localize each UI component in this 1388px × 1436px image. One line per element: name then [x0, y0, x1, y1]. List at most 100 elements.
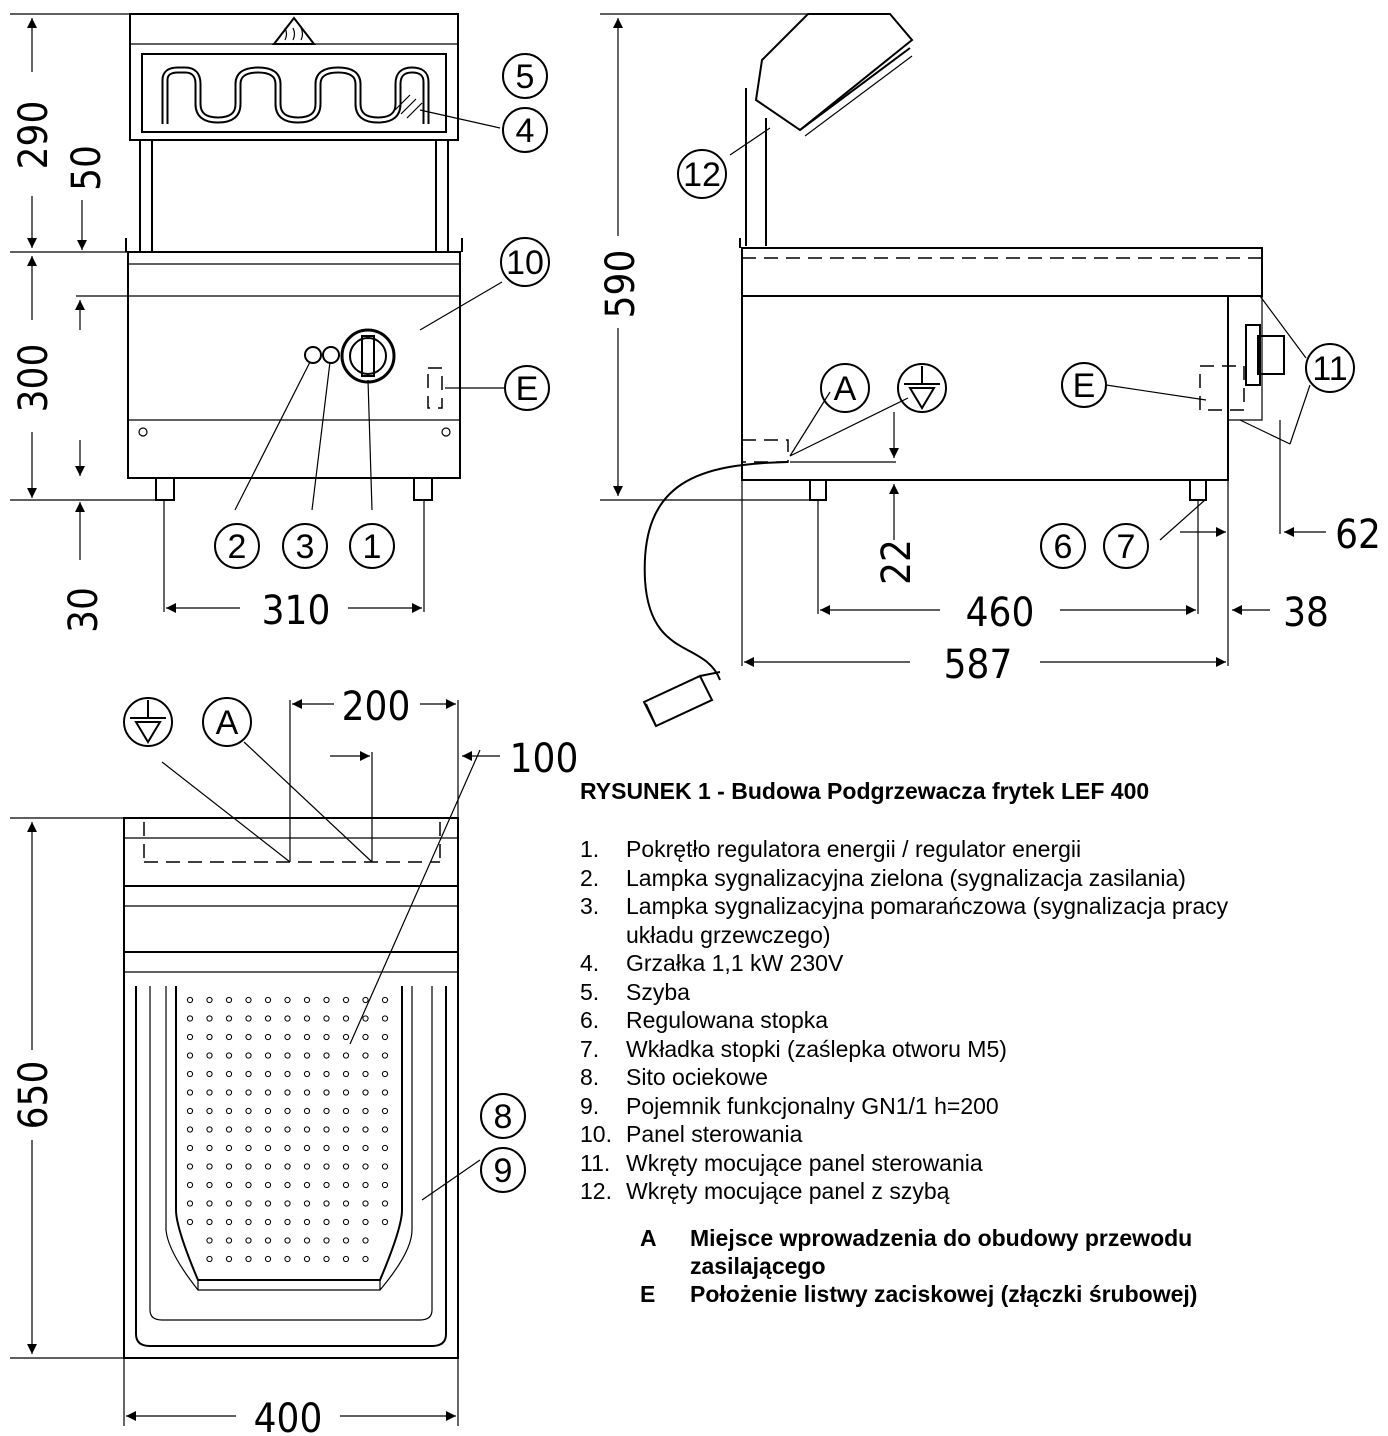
sieve-hole	[342, 1255, 350, 1263]
sieve-hole	[381, 1163, 389, 1170]
front-view	[10, 13, 505, 613]
sieve-hole	[342, 1033, 350, 1041]
power-plug	[642, 671, 721, 728]
sieve-hole	[206, 1089, 213, 1096]
list-item: 7.Wkładka stopki (zaślepka otworu M5)	[580, 1035, 1007, 1062]
sieve-hole	[245, 1237, 252, 1244]
sieve-hole	[362, 1255, 369, 1263]
callout-11-label: 11	[1312, 350, 1347, 388]
sieve-hole	[245, 1107, 252, 1115]
sieve-hole	[225, 1033, 233, 1041]
sieve-hole	[362, 1237, 369, 1244]
sieve-hole	[245, 996, 252, 1004]
sieve-perforation	[186, 996, 389, 1263]
callout-A-side	[820, 363, 870, 413]
sieve-hole	[186, 1070, 194, 1078]
callout-6-label: 6	[1054, 528, 1073, 566]
dim-50: 50	[64, 145, 110, 191]
dim-460: 460	[966, 590, 1035, 636]
sieve-hole	[264, 1163, 272, 1170]
sieve-hole	[342, 1070, 350, 1078]
sieve-hole	[342, 996, 350, 1004]
energy-regulator-knob	[340, 328, 396, 384]
sieve-hole	[245, 1181, 252, 1189]
note-E: E Położenie listwy zaciskowej (złączki ś…	[640, 1280, 1198, 1307]
sieve-hole	[362, 1052, 369, 1059]
sieve-hole	[342, 1218, 350, 1226]
callout-1	[349, 523, 395, 569]
sieve-hole	[245, 1255, 252, 1263]
sieve-hole	[245, 1200, 252, 1207]
list-item: 1.Pokrętło regulatora energii / regulato…	[580, 836, 1082, 862]
sieve-hole	[264, 1218, 272, 1226]
sieve-hole	[225, 1237, 233, 1244]
sieve-hole	[284, 1255, 291, 1263]
sieve-hole	[381, 1107, 389, 1115]
earth-symbol-icon	[897, 363, 947, 413]
sieve-hole	[186, 1015, 194, 1022]
sieve-hole	[284, 1089, 291, 1096]
dim-300: 300	[11, 344, 57, 413]
sieve-hole	[225, 1200, 233, 1207]
sieve-hole	[323, 1163, 330, 1170]
sieve-hole	[284, 1070, 291, 1078]
sieve-hole	[303, 1015, 311, 1022]
sieve-hole	[264, 1237, 272, 1244]
callout-4	[502, 107, 548, 153]
dim-590: 590	[598, 250, 644, 319]
sieve-hole	[381, 1070, 389, 1078]
sieve-hole	[284, 996, 291, 1004]
sieve-hole	[342, 1181, 350, 1189]
list-item: 3.Lampka sygnalizacyjna pomarańczowa (sy…	[580, 893, 1229, 919]
sieve-hole	[323, 1144, 330, 1152]
sieve-hole	[284, 1052, 291, 1059]
sieve-hole	[284, 1033, 291, 1041]
parts-list: 1.Pokrętło regulatora energii / regulato…	[580, 835, 1388, 1206]
sieve-hole	[264, 1089, 272, 1096]
sieve-hole	[264, 1107, 272, 1115]
sieve-hole	[186, 1107, 194, 1115]
sieve-hole	[323, 1015, 330, 1022]
dim-30: 30	[61, 587, 107, 633]
sieve-hole	[342, 1052, 350, 1059]
sieve-hole	[206, 996, 213, 1004]
sieve-hole	[284, 1144, 291, 1152]
sieve-hole	[186, 1126, 194, 1133]
sieve-hole	[206, 1144, 213, 1152]
sieve-hole	[245, 1070, 252, 1078]
sieve-hole	[342, 1015, 350, 1022]
sieve-hole	[342, 1089, 350, 1096]
callout-3-label: 3	[296, 528, 315, 566]
sieve-hole	[264, 1126, 272, 1133]
sieve-hole	[342, 1200, 350, 1207]
callout-11	[1305, 343, 1355, 393]
sieve-hole	[362, 1200, 369, 1207]
sieve-hole	[225, 1144, 233, 1152]
sieve-hole	[342, 1237, 350, 1244]
callout-E-side	[1061, 362, 1107, 408]
figure-title: RYSUNEK 1 - Budowa Podgrzewacza frytek L…	[580, 778, 1150, 804]
sieve-hole	[264, 1255, 272, 1263]
list-item: 2.Lampka sygnalizacyjna zielona (sygnali…	[580, 864, 1186, 891]
sieve-hole	[381, 1033, 389, 1041]
sieve-hole	[186, 1052, 194, 1059]
notes: A Miejsce wprowadzenia do obudowy przewo…	[640, 1224, 1388, 1308]
sieve-hole	[381, 996, 389, 1004]
sieve-hole	[342, 1126, 350, 1133]
sieve-hole	[245, 1163, 252, 1170]
sieve-hole	[206, 1163, 213, 1170]
sieve-hole	[245, 1126, 252, 1133]
sieve-hole	[381, 1126, 389, 1133]
callout-A-side-label: A	[834, 370, 857, 408]
sieve-hole	[303, 1052, 311, 1059]
sieve-hole	[186, 1200, 194, 1207]
sieve-hole	[186, 996, 194, 1004]
sieve-hole	[323, 1089, 330, 1096]
sieve-hole	[362, 1181, 369, 1189]
dim-650: 650	[11, 1061, 57, 1130]
callout-5-label: 5	[516, 58, 535, 96]
sieve-hole	[362, 1070, 369, 1078]
legend-panel: RYSUNEK 1 - Budowa Podgrzewacza frytek L…	[580, 778, 1388, 1308]
sieve-hole	[362, 1033, 369, 1041]
